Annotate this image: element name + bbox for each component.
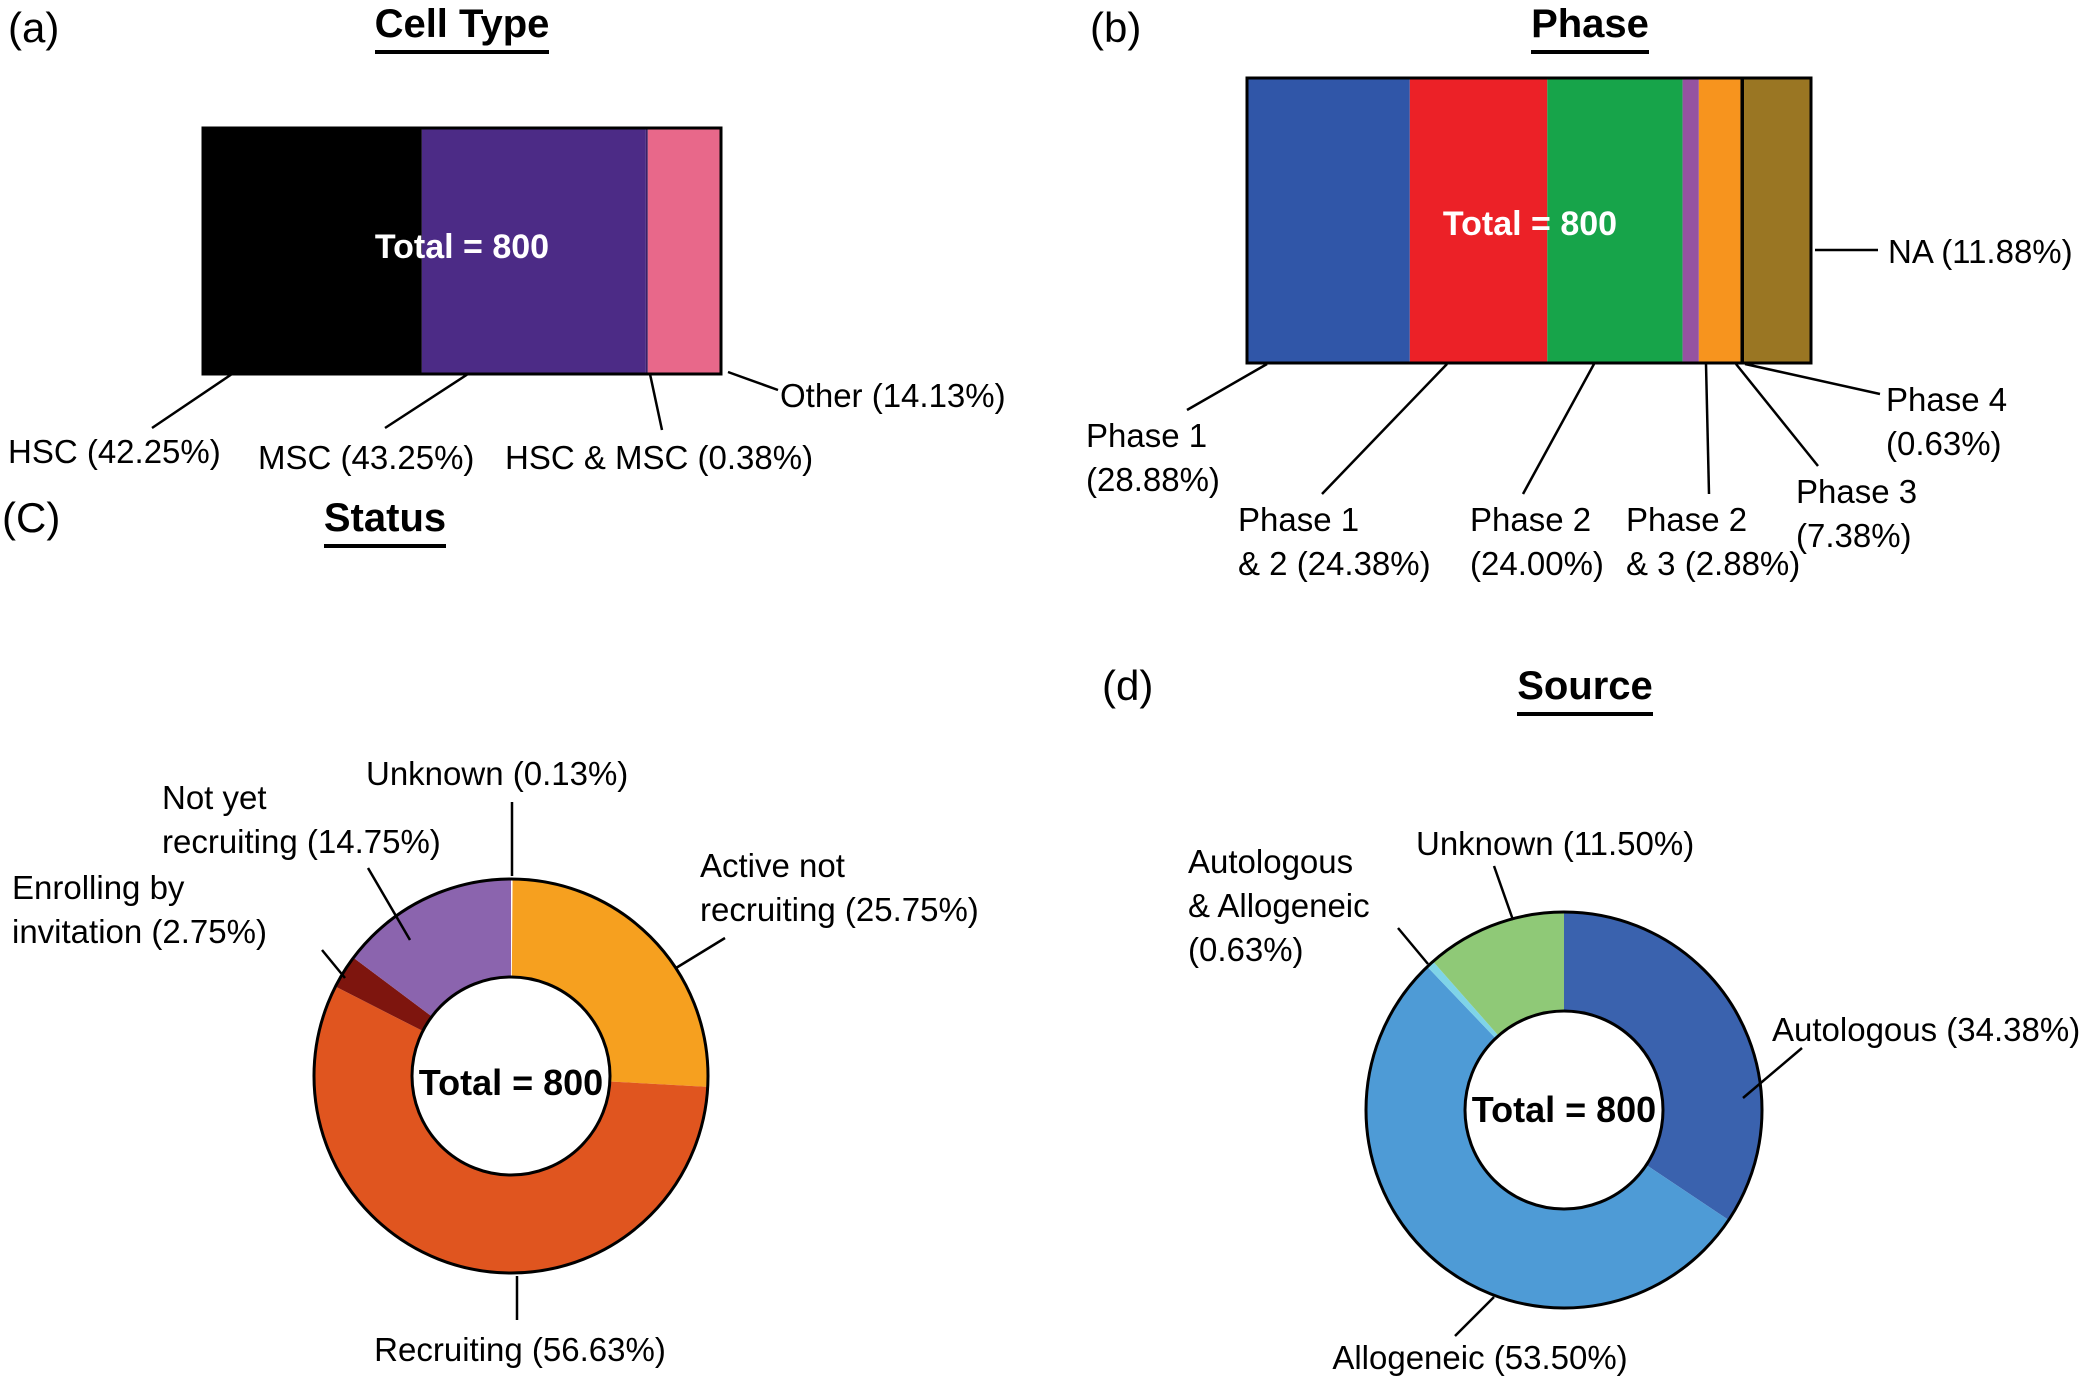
label-allogeneic: Allogeneic (53.50%) — [1332, 1339, 1628, 1376]
label-phase1: Phase 1 (28.88%) — [1086, 417, 1220, 498]
leader-phase1 — [1186, 362, 1268, 412]
cell_type-outline — [201, 126, 723, 376]
leader-enrolling — [321, 949, 346, 979]
phase-segment-phase-1 — [1247, 78, 1410, 363]
cell_type-chart — [201, 126, 723, 376]
total-label-cell-type: Total = 800 — [374, 228, 550, 266]
phase-segment-phase-4 — [1740, 78, 1745, 363]
leader-unknown-source — [1492, 865, 1515, 921]
label-other: Other (14.13%) — [780, 377, 1006, 414]
panel-title-cell-type: Cell Type — [203, 2, 721, 54]
label-phase4: Phase 4 (0.63%) — [1886, 381, 2008, 462]
phase-outline — [1245, 76, 1813, 365]
status-outer-ring-outline — [312, 877, 710, 1275]
label-auto-allo: Autologous & Allogeneic (0.63%) — [1188, 843, 1370, 968]
leader-phase2-3 — [1704, 363, 1711, 495]
leader-not-yet — [366, 867, 412, 941]
label-autologous: Autologous (34.38%) — [1772, 1011, 2079, 1048]
leader-hsc-msc — [648, 373, 664, 431]
label-hsc: HSC (42.25%) — [8, 433, 221, 470]
panel-title-phase: Phase — [1300, 2, 1880, 54]
leader-active-not — [675, 936, 726, 970]
label-phase2: Phase 2 (24.00%) — [1470, 501, 1604, 582]
label-hsc-msc: HSC & MSC (0.38%) — [505, 439, 814, 476]
label-active-not-recruiting: Active not recruiting (25.75%) — [700, 847, 979, 928]
leader-auto-allo — [1397, 927, 1429, 965]
source-slice-unknown — [1433, 912, 1564, 1036]
panel-tag-c: (C) — [2, 494, 61, 541]
source-slice-autologous-allogeneic — [1427, 961, 1499, 1039]
leader-hsc — [151, 372, 233, 430]
leader-phase4 — [1744, 362, 1881, 396]
label-na: NA (11.88%) — [1888, 233, 2073, 270]
panel-tag-a: (a) — [8, 4, 60, 51]
status-slice-not-yet-recruiting — [353, 879, 511, 1017]
leader-phase2 — [1521, 363, 1596, 495]
leader-lines — [151, 248, 1881, 1337]
label-enrolling: Enrolling by invitation (2.75%) — [12, 869, 267, 950]
panel-tag-d: (d) — [1102, 662, 1154, 709]
phase-segment-phase-2 — [1547, 78, 1683, 363]
label-phase3: Phase 3 (7.38%) — [1796, 473, 1918, 554]
total-label-phase: Total = 800 — [1442, 205, 1618, 243]
leader-other — [727, 370, 779, 392]
leader-autologous — [1742, 1047, 1803, 1099]
status-slice-active-not-recruiting — [511, 879, 708, 1087]
phase-segment-phase-1-2 — [1409, 78, 1548, 363]
leader-phase1-2 — [1321, 363, 1448, 495]
cell_type-segment-hsc — [203, 128, 422, 374]
leader-msc — [384, 372, 469, 430]
phase-segment-phase-2-3 — [1682, 78, 1699, 363]
label-msc: MSC (43.25%) — [258, 439, 475, 476]
leader-phase3 — [1735, 363, 1819, 467]
source-slice-autologous — [1564, 912, 1762, 1221]
status-slice-unknown — [511, 879, 513, 978]
label-phase2-3: Phase 2 & 3 (2.88%) — [1626, 501, 1801, 582]
cell_type-segment-msc — [421, 128, 646, 374]
chart-shapes — [201, 76, 1813, 1310]
source-outer-ring-outline — [1364, 910, 1764, 1310]
panel-tag-b: (b) — [1090, 4, 1142, 51]
label-phase1-2: Phase 1 & 2 (24.38%) — [1238, 501, 1431, 582]
source-chart — [1364, 910, 1764, 1310]
total-label-status: Total = 800 — [418, 1062, 604, 1103]
label-unknown-status: Unknown (0.13%) — [366, 755, 629, 792]
status-slice-enrolling-by-invitation — [335, 957, 432, 1032]
status-inner-ring-outline — [410, 975, 612, 1177]
source-inner-ring-outline — [1463, 1009, 1665, 1211]
leader-allogeneic — [1454, 1296, 1495, 1337]
status-chart — [312, 877, 710, 1275]
phase-segment-na — [1744, 78, 1811, 363]
cell_type-segment-hsc-msc — [645, 128, 648, 374]
phase-chart — [1245, 76, 1813, 365]
panel-title-source: Source — [1385, 664, 1785, 716]
total-label-source: Total = 800 — [1471, 1089, 1657, 1130]
cell_type-segment-other — [647, 128, 721, 374]
panel-title-status: Status — [185, 496, 585, 548]
source-slice-allogeneic — [1365, 966, 1729, 1309]
label-unknown-source: Unknown (11.50%) — [1416, 825, 1695, 862]
label-recruiting: Recruiting (56.63%) — [374, 1331, 666, 1368]
phase-segment-phase-3 — [1698, 78, 1741, 363]
label-not-yet-recruiting: Not yet recruiting (14.75%) — [162, 779, 441, 860]
